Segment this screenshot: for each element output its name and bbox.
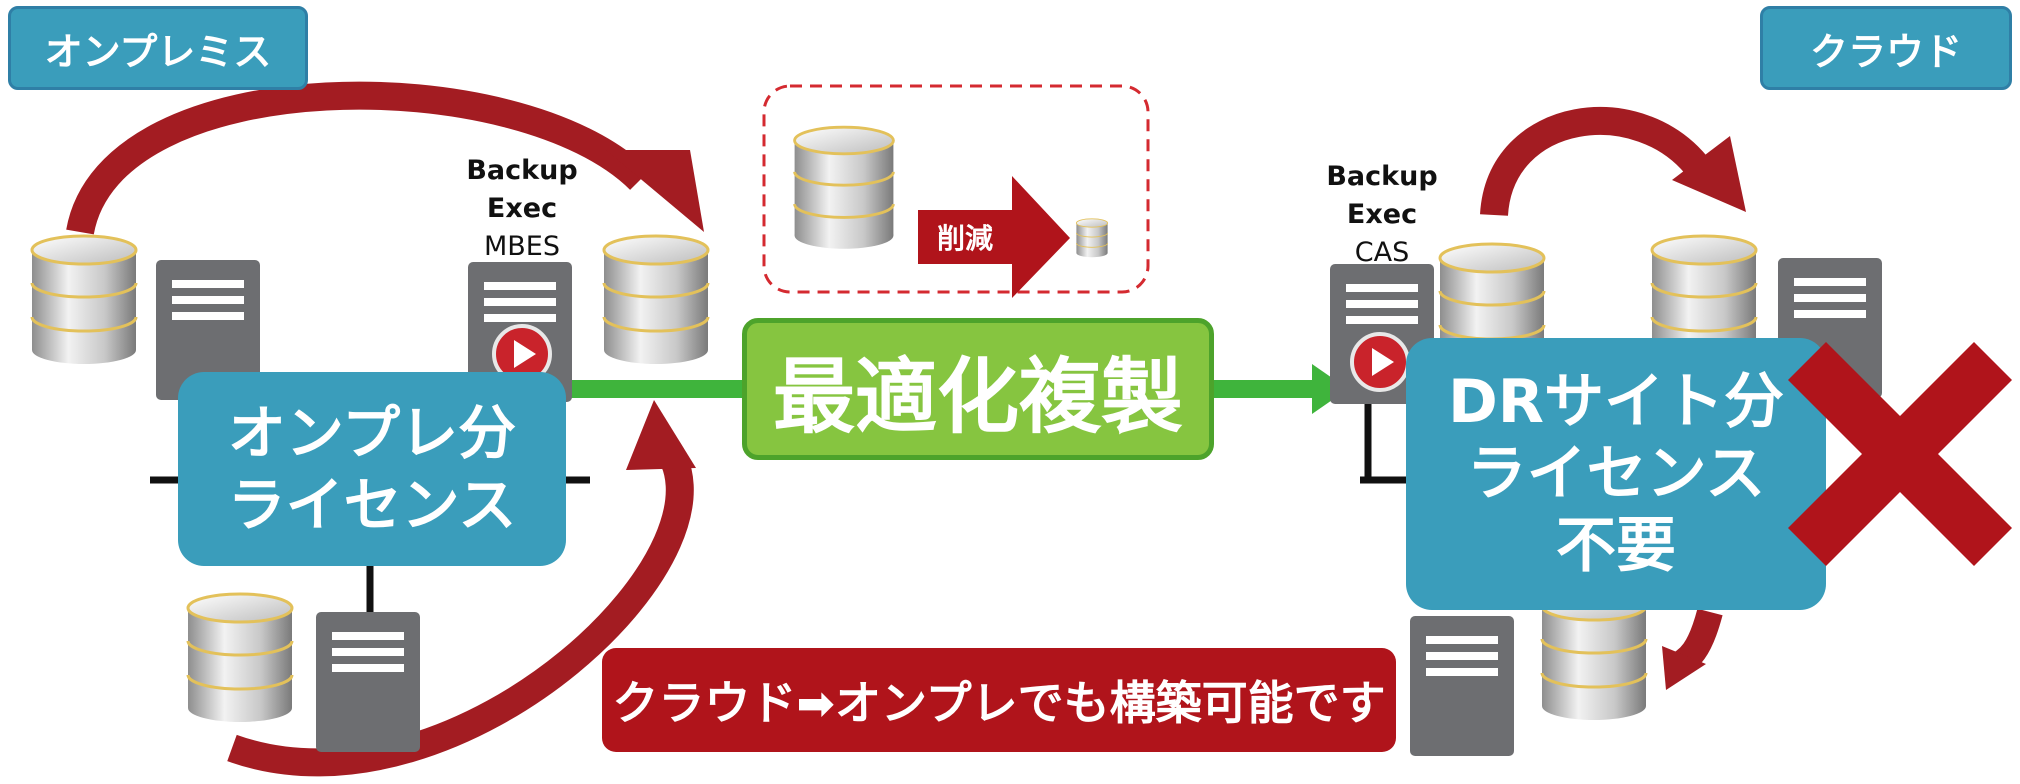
server-icon (1410, 616, 1514, 756)
arrow-head-left-top (606, 150, 704, 232)
database-icon (602, 234, 710, 366)
cas-server-label: Backup Exec CAS (1300, 158, 1464, 272)
server-icon (316, 612, 420, 752)
dr-license-line: 不要 (1556, 511, 1676, 581)
footer-note-box: クラウド➡オンプレでも構築可能です (602, 648, 1396, 752)
reduction-dashed-box (762, 84, 1150, 294)
onprem-tag: オンプレミス (8, 6, 308, 90)
small-database-icon (1075, 218, 1109, 258)
reduce-label: 削減 (936, 222, 993, 255)
arrow-head-left-bottom (626, 400, 696, 470)
mbes-label-line: Exec (486, 193, 558, 224)
onprem-license-line: オンプレ分 (227, 399, 517, 467)
cas-label-line: Backup (1326, 161, 1438, 192)
reduce-arrow (918, 176, 1070, 298)
database-icon (1540, 590, 1648, 722)
dr-license-box: DRサイト分 ライセンス 不要 (1406, 338, 1826, 610)
sync-arrow-left-top (66, 81, 650, 236)
cas-label-line: CAS (1354, 237, 1410, 268)
sync-arrow-right-top (1480, 107, 1712, 217)
mbes-server-label: Backup Exec MBES (440, 152, 604, 266)
cloud-tag: クラウド (1760, 6, 2012, 90)
onprem-license-line: ライセンス (227, 471, 517, 539)
arrow-head-right-bottom (1662, 646, 1706, 690)
large-database-icon (793, 125, 895, 251)
mbes-label-line: MBES (483, 231, 561, 262)
onprem-license-box: オンプレ分 ライセンス (178, 372, 566, 566)
optimized-replication-box: 最適化複製 (742, 318, 1214, 460)
arrow-head-right-top (1672, 136, 1746, 212)
dr-license-line: ライセンス (1466, 439, 1766, 509)
cas-label-line: Exec (1346, 199, 1418, 230)
sync-arrow-left-bottom (227, 430, 694, 777)
database-icon (30, 234, 138, 366)
database-icon (186, 592, 294, 724)
mbes-label-line: Backup (466, 155, 578, 186)
dr-license-line: DRサイト分 (1447, 367, 1784, 437)
